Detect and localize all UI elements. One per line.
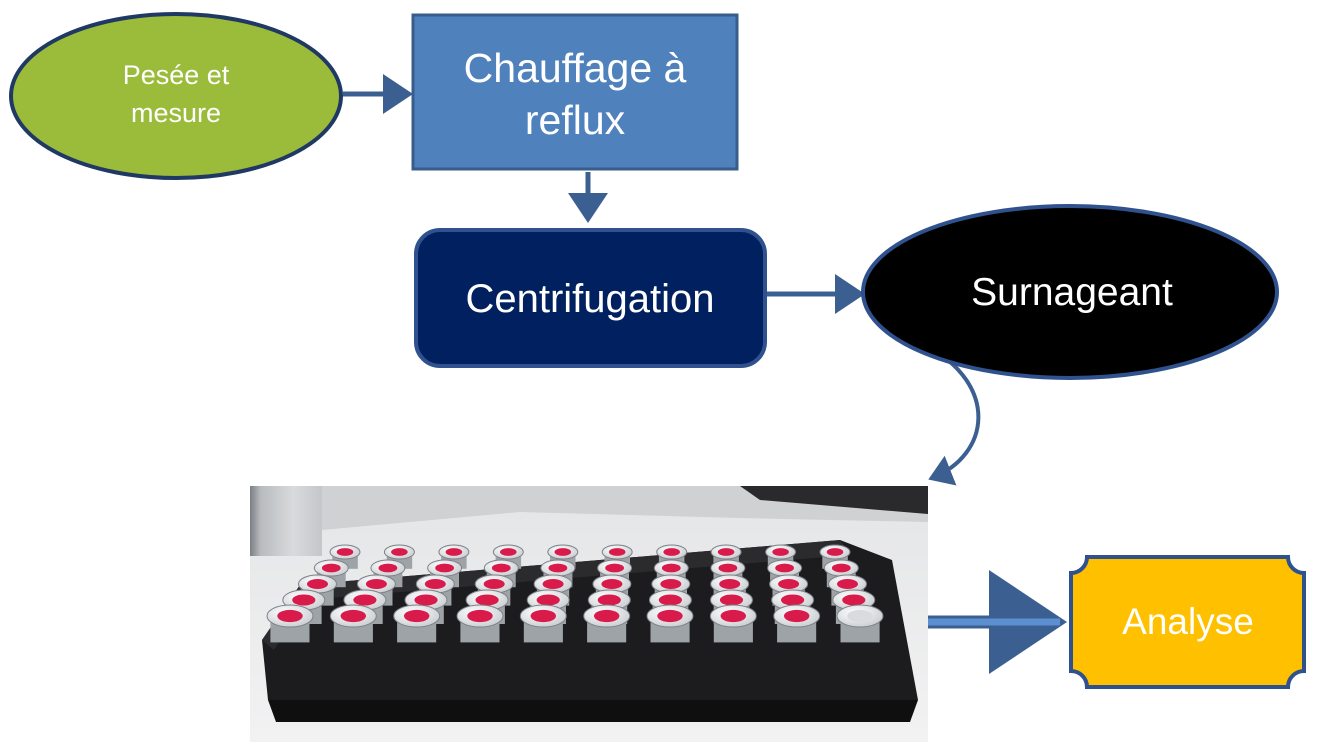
vial-septum [321,563,341,573]
vial-septum [657,609,683,623]
vial-septum [831,563,851,573]
vial-septum [378,563,398,573]
vial-septum [605,563,624,573]
vial-septum [340,609,366,623]
reflux-label: Chauffage à [464,45,687,91]
supernatant-node [861,204,1279,380]
vial-tray-photo [250,486,928,742]
centrifugation-label: Centrifugation [465,277,714,321]
vial-septum [491,563,511,573]
vial-septum [826,548,844,556]
vial-septum [847,609,873,623]
analysis-label: Analyse [1122,601,1254,642]
reflux-label-line2: reflux [525,97,626,143]
vial-septum [717,548,735,556]
vial-septum [778,579,800,589]
vial-septum [530,609,556,623]
vial-septum [661,563,681,573]
vial-septum [597,594,621,606]
vial-septum [718,563,738,573]
vial-septum [435,563,454,573]
vial-septum [663,548,680,556]
analysis-node [1069,555,1306,689]
vial-septum [475,594,499,606]
vial-septum [837,579,858,589]
vial-septum [660,579,682,589]
vial-septum [414,594,438,606]
vial-septum [772,548,789,556]
vial-septum [658,594,683,606]
vial-septum [391,548,408,556]
reflux-node [411,13,739,171]
vial-septum [483,579,505,589]
vial-septum [542,579,564,589]
vial-septum [536,594,560,606]
vial-septum [719,594,744,606]
vial-septum [548,563,568,573]
weighing-label: Pesée et [123,60,230,90]
vial-septum [500,548,517,556]
centrifugation-node [414,228,767,368]
vial-septum [781,594,805,606]
vial-septum [467,609,493,623]
weighing-label-line2: mesure [131,98,221,128]
vial-septum [353,594,377,606]
vial-septum [594,609,620,623]
vial-septum [424,579,446,589]
vial-septum [784,609,810,623]
vial-septum [292,594,316,606]
vial-septum [601,579,623,589]
vial-septum [445,548,463,556]
vial-septum [554,548,572,556]
supernatant-label: Surnageant [971,271,1173,314]
vial-septum [842,594,866,606]
vial-septum [336,548,354,556]
vial-grid [266,544,884,643]
vial-septum [404,609,430,623]
vial-septum [365,579,387,589]
vial-septum [277,609,303,623]
vial-septum [775,563,794,573]
vial-septum [307,579,328,589]
weighing-node [9,12,343,180]
vial-septum [608,548,626,556]
vial-septum [720,609,746,623]
vial-septum [719,579,741,589]
